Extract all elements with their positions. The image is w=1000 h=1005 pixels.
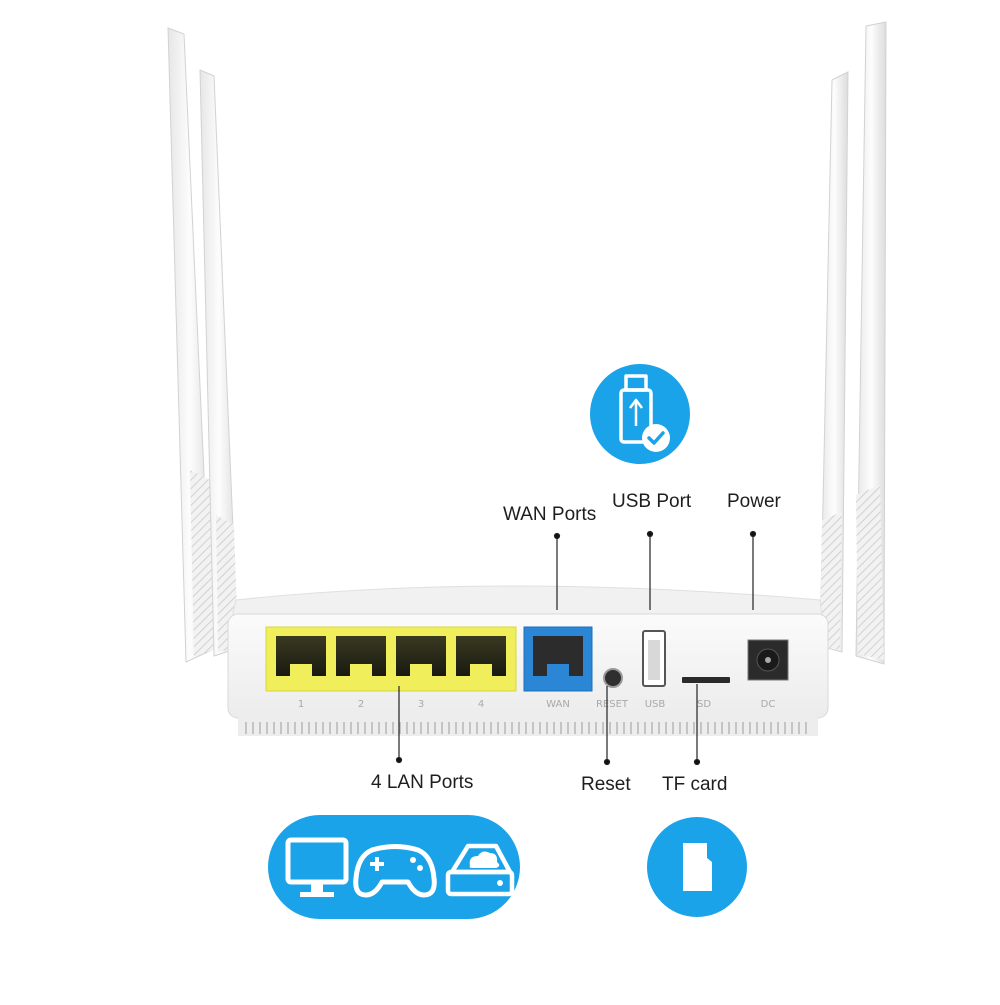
- lan-port-3: [396, 636, 446, 676]
- router-top: [231, 585, 823, 619]
- label-wan: WAN: [546, 699, 570, 710]
- leader-wan: [553, 532, 561, 610]
- router-vents: [238, 716, 818, 736]
- dc-jack-pin: [765, 657, 771, 663]
- callout-wan-ports: WAN Ports: [503, 504, 597, 525]
- leader-usb: [646, 530, 654, 610]
- label-sd: SD: [697, 699, 711, 710]
- antenna-right-inner: [819, 71, 849, 653]
- leader-tf: [693, 684, 701, 766]
- lan-devices-badge: [268, 815, 520, 919]
- lan-port-1: [276, 636, 326, 676]
- label-dc: DC: [761, 699, 776, 710]
- gamepad-icon: [353, 844, 437, 898]
- callout-tf-card: TF card: [662, 774, 728, 795]
- sd-card-icon: [683, 843, 712, 891]
- callout-usb-port: USB Port: [612, 491, 692, 512]
- usb-drive-check-icon: [619, 374, 653, 444]
- usb-badge: [590, 364, 690, 464]
- antenna-right-outer: [855, 21, 887, 665]
- leader-reset: [603, 686, 611, 766]
- tf-card-badge: [647, 817, 747, 917]
- usb-port-tongue: [648, 640, 660, 680]
- label-lan-4: 4: [478, 699, 484, 710]
- lan-port-2: [336, 636, 386, 676]
- label-reset: RESET: [596, 699, 629, 710]
- reset-button: [603, 668, 623, 688]
- check-circle-icon: [642, 424, 670, 452]
- antenna-left-outer: [167, 27, 214, 663]
- cloud-storage-icon: [445, 843, 515, 897]
- label-lan-3: 3: [418, 699, 424, 710]
- monitor-icon: [285, 837, 349, 897]
- wan-port: [533, 636, 583, 676]
- callout-lan-ports: 4 LAN Ports: [371, 772, 474, 793]
- sd-slot: [682, 677, 730, 683]
- callout-power: Power: [727, 491, 781, 512]
- leader-power: [749, 530, 757, 610]
- label-usb: USB: [645, 699, 666, 710]
- label-lan-2: 2: [358, 699, 364, 710]
- callout-reset: Reset: [581, 774, 631, 795]
- lan-port-4: [456, 636, 506, 676]
- leader-lan: [395, 686, 403, 764]
- label-lan-1: 1: [298, 699, 304, 710]
